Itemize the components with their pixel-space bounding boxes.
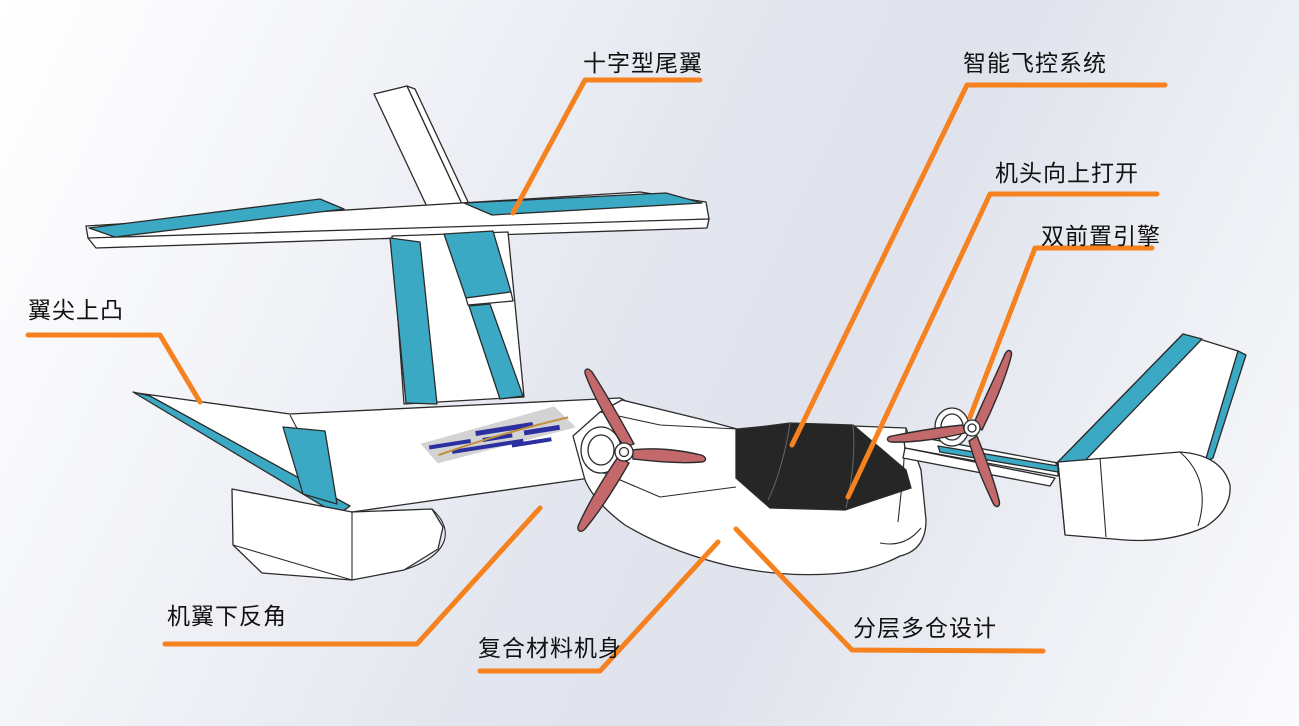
- stabilizer-left-teal-strip: [88, 198, 345, 238]
- callout-label-dual-front-engines: 双前置引擎: [1041, 223, 1161, 249]
- leader-line-composite-fuselage: [477, 539, 721, 674]
- leader-line-flight-control-system: [789, 82, 1168, 448]
- left-wing-teal-panel: [282, 426, 338, 505]
- right-wing-teal-edge: [937, 445, 1059, 473]
- left-engine: [577, 368, 707, 532]
- callout-label-flight-control-system: 智能飞控系统: [963, 50, 1107, 76]
- leader-line-wingtip-upturned: [25, 332, 203, 405]
- leader-line-nose-opens-upward: [845, 191, 1160, 500]
- right-winglet: [1055, 333, 1247, 471]
- callout-label-wingtip-upturned: 翼尖上凸: [28, 297, 124, 323]
- callout-label-composite-fuselage: 复合材料机身: [478, 635, 622, 661]
- rudder-teal-lower-right: [468, 303, 524, 400]
- left-wingtip-float: [231, 488, 446, 581]
- left-winglet-teal-edge: [132, 391, 351, 516]
- fuselage-hull: [572, 399, 927, 576]
- rudder-teal-left: [389, 237, 438, 405]
- callout-label-layered-compartments: 分层多仓设计: [853, 615, 997, 641]
- horizontal-stabilizer: [85, 191, 710, 249]
- leader-line-layered-compartments: [733, 526, 1046, 654]
- right-winglet-teal-trailing: [1204, 350, 1247, 463]
- callout-label-wing-anhedral: 机翼下反角: [167, 603, 287, 629]
- wing-decal: [420, 406, 576, 464]
- callout-label-cruciform-tail: 十字型尾翼: [583, 50, 703, 76]
- right-engine: [886, 349, 1013, 508]
- vertical-fin-lower: [389, 230, 525, 405]
- right-wingtip-float: [1057, 451, 1231, 542]
- stabilizer-right-teal-strip: [463, 192, 703, 216]
- callout-label-nose-opens-upward: 机头向上打开: [995, 160, 1139, 186]
- left-propeller: [577, 368, 707, 532]
- vertical-fin-upper: [373, 85, 485, 237]
- leader-line-wing-anhedral: [162, 505, 543, 647]
- canopy: [735, 422, 912, 511]
- leader-lines: [25, 77, 1168, 674]
- leader-line-dual-front-engines: [967, 245, 1155, 420]
- leader-line-cruciform-tail: [510, 77, 703, 216]
- right-propeller: [886, 349, 1013, 508]
